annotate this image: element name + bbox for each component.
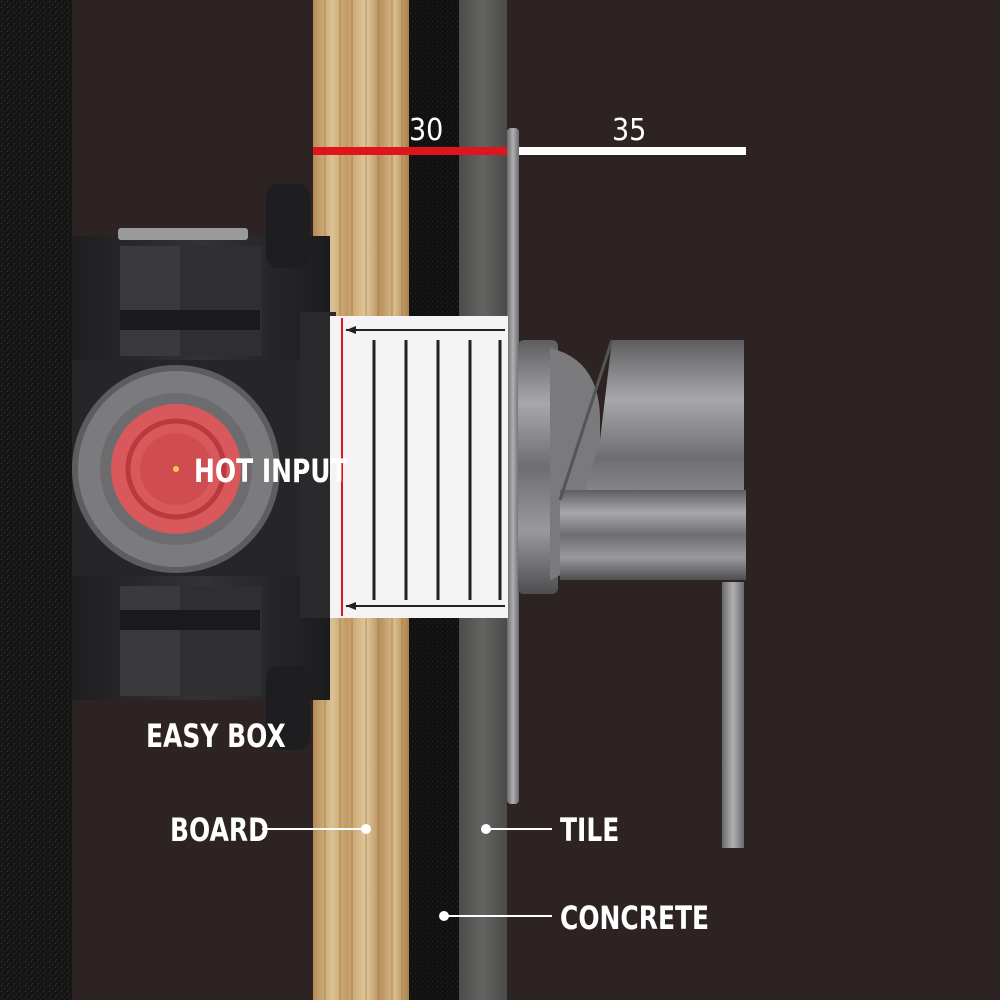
- rear-wall: [0, 0, 72, 1000]
- dimension-cavity-value: 30: [409, 113, 444, 148]
- concrete-leader: [439, 911, 552, 921]
- easy-box-label: EASY BOX: [146, 717, 286, 755]
- hot-input-port: [111, 404, 241, 534]
- tile-leader: [481, 824, 552, 834]
- cover-plate: [507, 128, 519, 804]
- board-leader: [262, 824, 371, 834]
- concrete-label: CONCRETE: [560, 899, 710, 937]
- board-label: BOARD: [170, 811, 269, 849]
- hot-input-label: HOT INPUT: [194, 452, 348, 490]
- tile-label: TILE: [560, 811, 620, 849]
- mixer-handle: [518, 339, 746, 848]
- dimension-projection-value: 35: [612, 113, 647, 148]
- depth-sleeve: [330, 316, 508, 618]
